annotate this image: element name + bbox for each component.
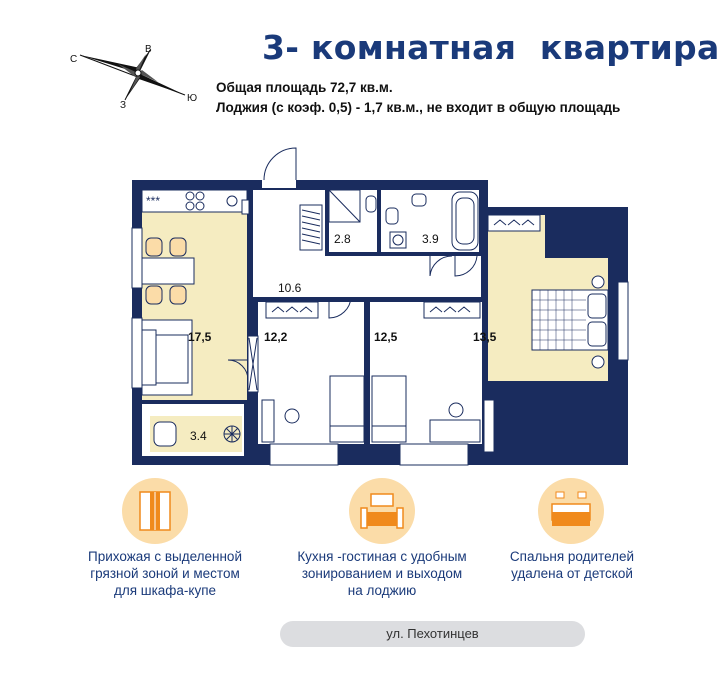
bedroom-1-furniture — [247, 301, 365, 443]
street-label-pill: ул. Пехотинцев — [280, 621, 585, 647]
bed-icon — [329, 375, 365, 443]
bedroom-3-furniture — [487, 214, 609, 369]
compass-icon: С В Ю З — [70, 44, 197, 111]
svg-text:***: *** — [146, 194, 160, 208]
sink-icon — [411, 193, 427, 207]
hall-area-label: 10.6 — [278, 281, 302, 295]
feature-text-kitchen: Кухня -гостиная с удобным зонированием и… — [297, 549, 467, 598]
hall-wardrobe — [299, 204, 323, 251]
loggia-furniture — [153, 421, 241, 447]
entry-door — [262, 147, 297, 188]
bedroom-2-area-label: 12,5 — [374, 330, 398, 344]
compass-west: З — [120, 100, 126, 111]
bedroom-2-furniture — [371, 301, 481, 443]
toilet-icon — [365, 195, 377, 213]
dining-table — [141, 257, 195, 285]
compass-south: Ю — [187, 93, 197, 104]
wardrobe-icon — [122, 478, 188, 544]
compass-north: С — [70, 54, 77, 65]
toilet-icon — [385, 207, 399, 225]
bathroom-fixtures — [328, 189, 479, 251]
washing-machine-icon — [389, 231, 407, 249]
total-area-text: Общая площадь 72,7 кв.м. — [216, 80, 393, 95]
loggia-area-label: 3.4 — [190, 429, 207, 443]
kitchen-area-label: 17,5 — [188, 330, 212, 344]
bathroom-2-area-label: 3.9 — [422, 232, 439, 246]
street-name: ул. Пехотинцев — [386, 626, 479, 641]
floor-plan: С В Ю З — [70, 44, 629, 466]
feature-text-hallway: Прихожая с выделенной грязной зоной и ме… — [88, 549, 242, 598]
windows — [131, 227, 629, 466]
bedroom-1-area-label: 12,2 — [264, 330, 288, 344]
bed-icon — [371, 375, 407, 443]
bedroom-3-area-label: 13,5 — [473, 330, 497, 344]
sofa-icon — [349, 478, 415, 544]
bathroom-1-area-label: 2.8 — [334, 232, 351, 246]
feature-text-bedroom: Спальня родителей удалена от детской — [509, 549, 635, 581]
bed-icon — [538, 478, 604, 544]
page-title: 3- комнатная квартира — [262, 28, 720, 67]
kitchen-furniture: *** — [141, 189, 250, 396]
compass-east: В — [145, 44, 152, 55]
loggia-note-text: Лоджия (с коэф. 0,5) - 1,7 кв.м., не вхо… — [216, 100, 621, 115]
bathtub-icon — [451, 191, 479, 251]
